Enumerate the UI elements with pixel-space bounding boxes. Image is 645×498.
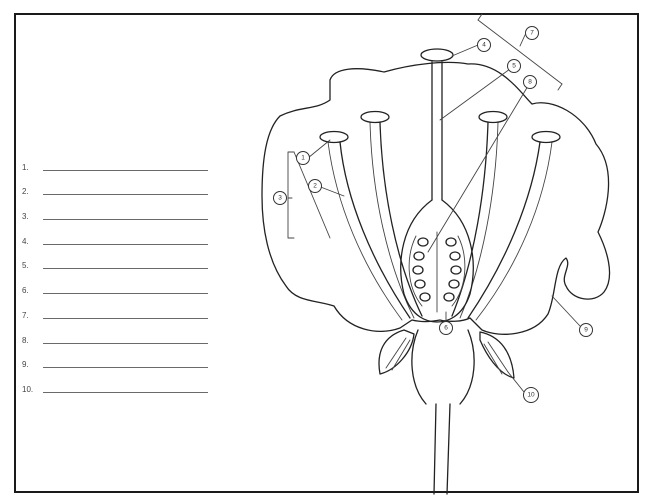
callout-2: 2 <box>309 180 322 193</box>
pistil-bracket <box>478 20 562 84</box>
callout-4: 4 <box>478 39 491 52</box>
ovule <box>450 252 460 260</box>
stamen-filament <box>340 142 410 318</box>
callout-9: 9 <box>580 324 593 337</box>
callout-10: 10 <box>524 388 539 403</box>
stamen-anther <box>532 132 560 143</box>
ovule <box>413 266 423 274</box>
svg-text:7: 7 <box>530 30 534 37</box>
ovule <box>418 238 428 246</box>
stamen-anther <box>361 112 389 123</box>
stamen-bracket <box>288 152 294 238</box>
ovule <box>451 266 461 274</box>
stamen-anther <box>320 132 348 143</box>
stem <box>434 404 450 494</box>
callout-1: 1 <box>297 152 310 165</box>
callout-7: 7 <box>526 27 539 40</box>
receptacle <box>412 330 474 404</box>
svg-text:9: 9 <box>584 327 588 334</box>
callout-5: 5 <box>508 60 521 73</box>
callout-6: 6 <box>440 322 453 335</box>
svg-text:3: 3 <box>278 195 282 202</box>
svg-text:5: 5 <box>512 63 516 70</box>
svg-text:4: 4 <box>482 42 486 49</box>
ovule <box>415 280 425 288</box>
svg-text:1: 1 <box>301 155 305 162</box>
ovule <box>420 293 430 301</box>
style <box>432 62 442 200</box>
petals-outline <box>262 62 610 334</box>
ovule <box>446 238 456 246</box>
svg-text:8: 8 <box>528 79 532 86</box>
svg-text:10: 10 <box>527 392 535 399</box>
callout-8: 8 <box>524 76 537 89</box>
ovule <box>449 280 459 288</box>
ovule <box>444 293 454 301</box>
ovule <box>414 252 424 260</box>
stamen-anther <box>479 112 507 123</box>
stigma <box>421 49 453 61</box>
svg-text:6: 6 <box>444 325 448 332</box>
svg-text:2: 2 <box>313 183 317 190</box>
callout-3: 3 <box>274 192 287 205</box>
